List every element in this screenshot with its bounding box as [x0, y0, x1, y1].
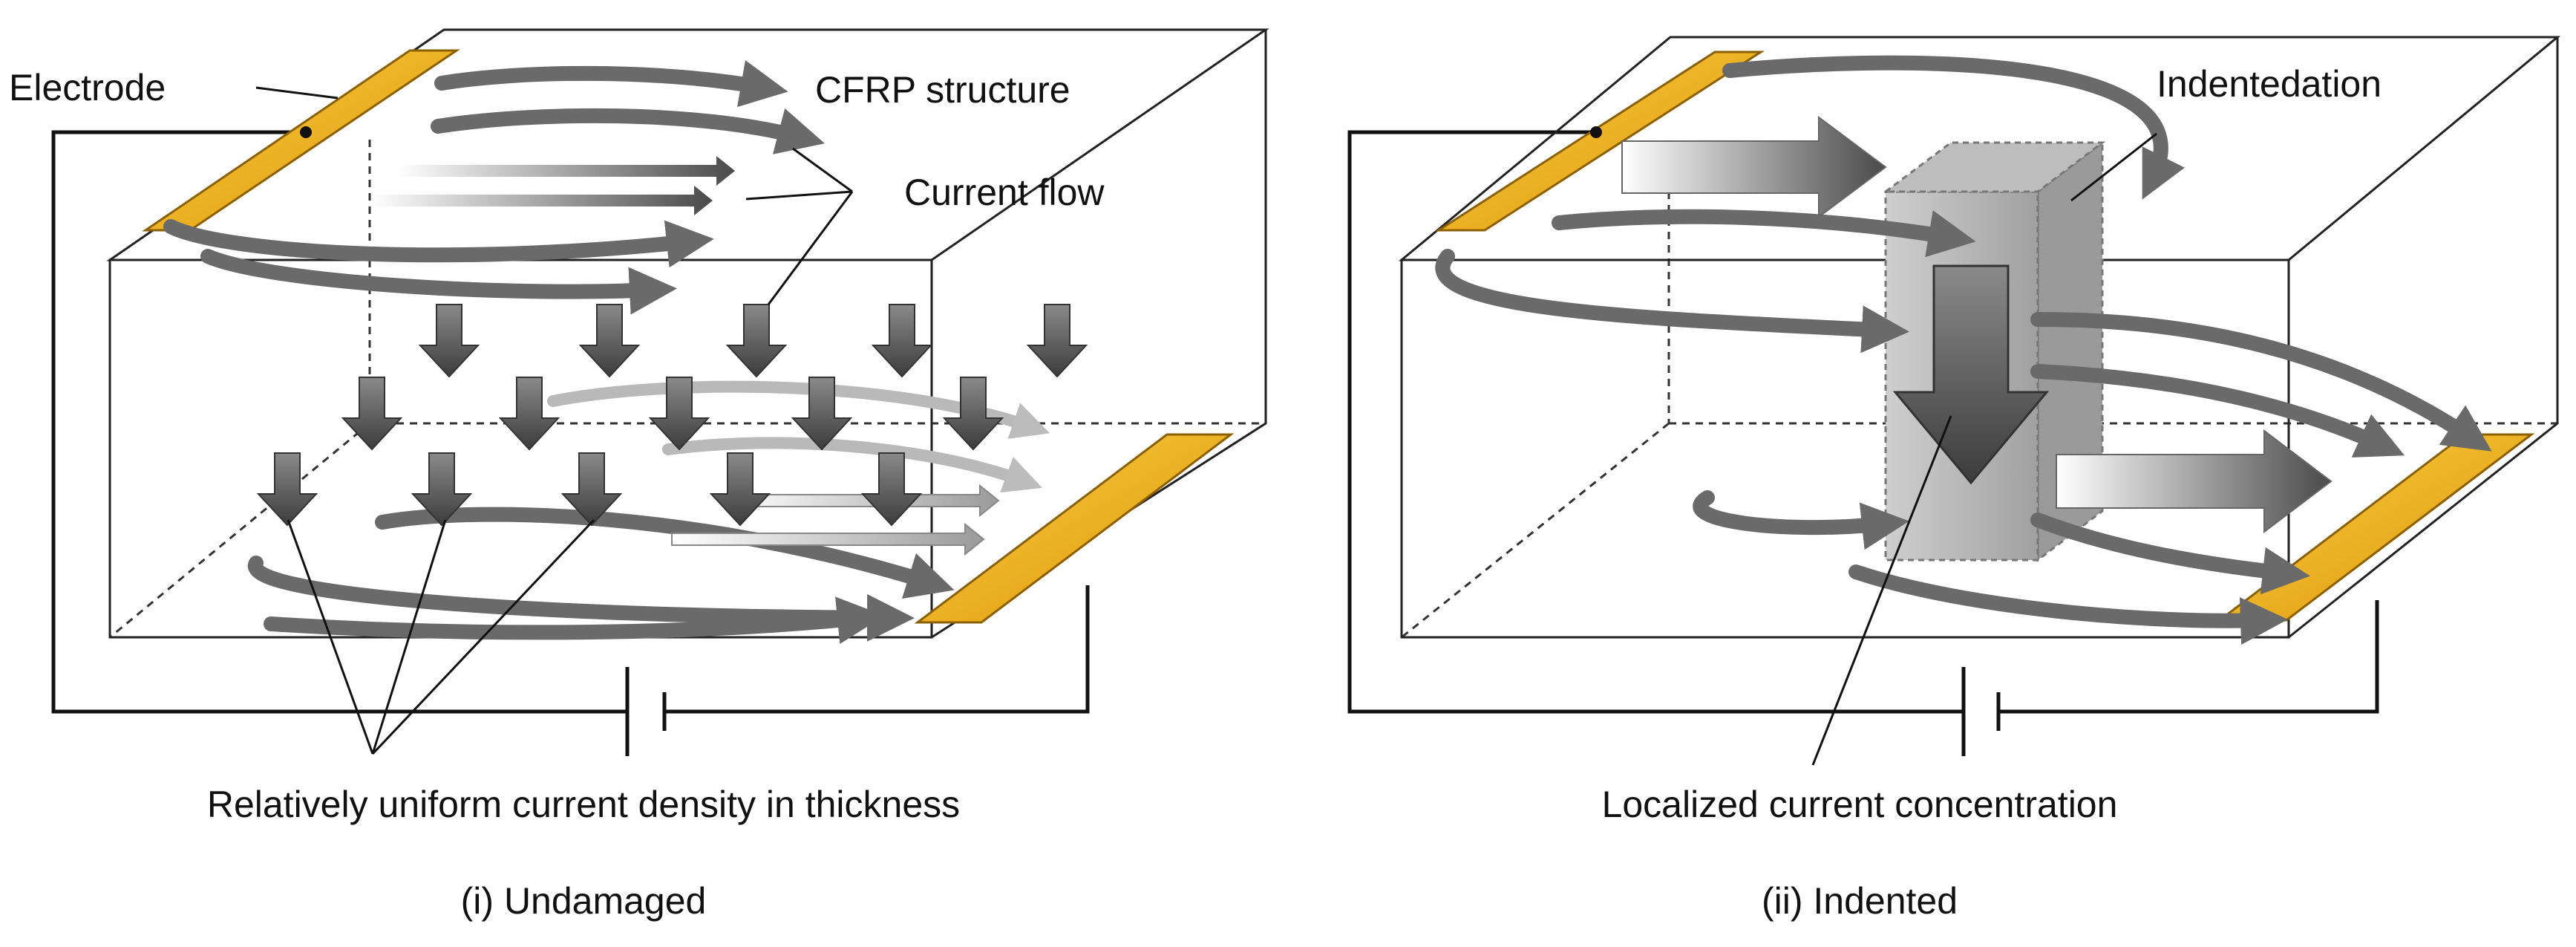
current-loop — [1552, 209, 1976, 258]
down-arrow — [578, 304, 641, 378]
circuit-wire-right — [1998, 600, 2379, 714]
box-right-edges — [931, 30, 1267, 639]
panel-indented: Indentedation Localized current concentr… — [1347, 36, 2561, 922]
indentation-label: Indentedation — [2157, 63, 2382, 105]
down-arrow — [942, 377, 1004, 451]
down-arrow — [725, 304, 788, 378]
concentrated-flow-arrow — [2056, 429, 2333, 534]
down-arrow — [860, 452, 923, 527]
current-loop — [2030, 364, 2405, 458]
box-hidden-edge — [109, 422, 370, 639]
current-loop — [434, 60, 788, 108]
down-arrow — [648, 377, 710, 451]
flow-leader — [792, 147, 853, 193]
circuit-wire-left — [51, 130, 627, 714]
localized-concentration-label: Localized current concentration — [1602, 784, 2118, 825]
panel-caption: (i) Undamaged — [461, 880, 707, 922]
current-loop-light — [662, 437, 1043, 493]
box-hidden-edge — [1401, 422, 1670, 639]
circuit-wire-left — [1347, 130, 1964, 714]
concentrated-down-arrow — [1892, 264, 2050, 485]
current-loop — [1722, 55, 2185, 200]
electrode-label: Electrode — [9, 67, 166, 108]
current-streak — [371, 186, 713, 215]
current-streak-light — [730, 484, 1000, 518]
down-arrow — [418, 304, 480, 378]
down-arrow — [498, 377, 560, 451]
down-arrow — [791, 377, 853, 451]
uniform-density-label: Relatively uniform current density in th… — [207, 784, 960, 825]
electrode-top — [1434, 51, 1765, 232]
down-arrow — [560, 452, 623, 527]
indent-top-face — [1882, 141, 2106, 193]
electrode-terminal — [300, 126, 312, 138]
flow-leader — [767, 191, 854, 305]
current-loop — [1693, 490, 1909, 550]
down-arrow — [256, 452, 318, 527]
current-loop — [248, 556, 915, 642]
density-leader — [371, 518, 595, 755]
current-loop — [200, 249, 677, 315]
panel-undamaged: Electrode CFRP structure Current flow Re… — [9, 28, 1269, 922]
concentration-leader — [1811, 415, 1952, 766]
down-arrow — [341, 377, 403, 451]
electrode-bottom — [914, 433, 1235, 624]
flow-leader — [745, 190, 853, 201]
down-arrow — [709, 452, 771, 527]
down-arrows — [256, 304, 1088, 527]
current-streak — [397, 156, 735, 186]
box-right-edges — [2288, 37, 2559, 639]
box-front-face — [1400, 258, 2290, 639]
down-arrow — [411, 452, 473, 527]
current-loop — [2030, 312, 2492, 452]
circuit-wire-right — [664, 585, 1090, 714]
electrode-terminal — [1590, 126, 1602, 138]
current-loop — [163, 219, 714, 268]
concentrated-flow-arrow — [1621, 116, 1887, 218]
current-loop — [1435, 249, 1909, 354]
current-flow-label: Current flow — [904, 172, 1105, 213]
indent-leader — [2070, 132, 2157, 202]
current-loop — [1848, 564, 2288, 645]
structure-label: CFRP structure — [815, 69, 1070, 111]
current-loop — [264, 596, 885, 645]
panel-caption: (ii) Indented — [1762, 880, 1958, 922]
electrode-leader — [255, 86, 339, 100]
down-arrow — [871, 304, 933, 378]
down-arrow — [1026, 304, 1088, 378]
current-loop — [2030, 512, 2310, 595]
current-loop — [375, 507, 955, 599]
density-leader — [371, 519, 447, 755]
current-loop — [431, 108, 825, 154]
current-streak-light — [671, 522, 985, 556]
density-leader — [287, 519, 374, 755]
